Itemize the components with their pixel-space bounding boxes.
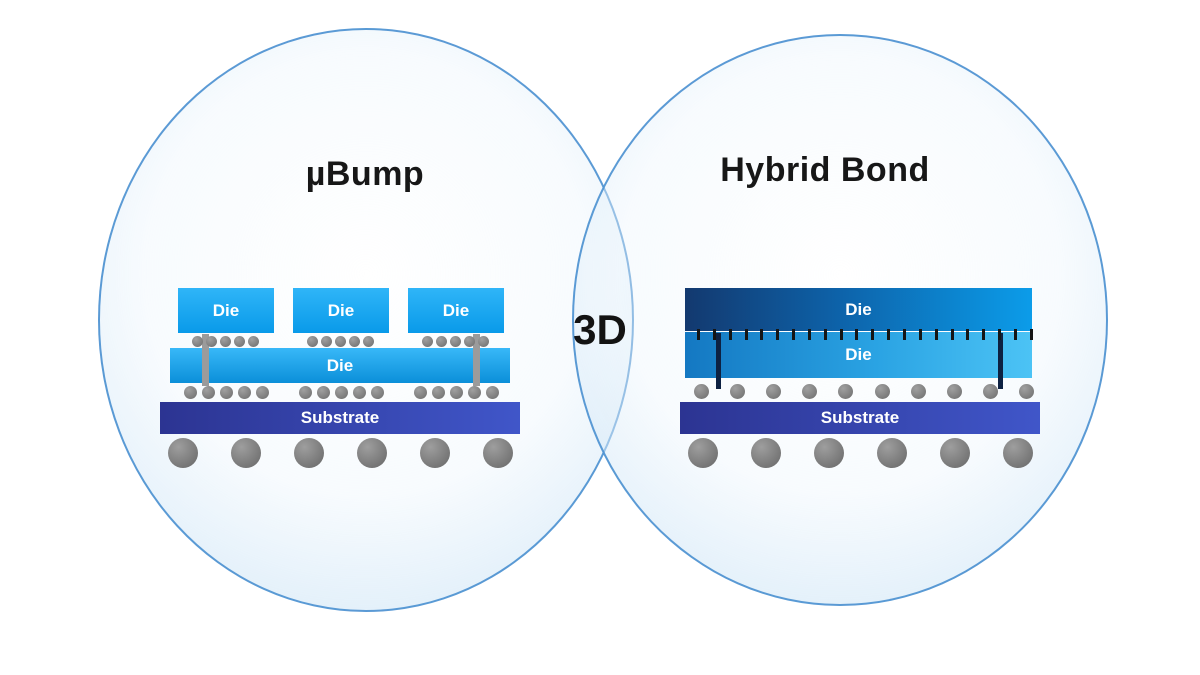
bond-pad-icon [918,329,922,340]
micro-bump [349,336,360,347]
micro-bump [206,336,217,347]
c4-bump [238,386,251,399]
solder-bump [838,384,854,399]
tsv-via-icon [998,333,1003,389]
bga-ball [940,438,970,468]
solder-bump [874,384,890,399]
base-die: Die [170,348,510,383]
micro-bump [335,336,346,347]
solder-bump [1018,384,1034,399]
bga-ball [751,438,781,468]
bond-pad-icon [934,329,938,340]
tsv-via-icon [202,334,209,386]
c4-bump [220,386,233,399]
bga-ball [1003,438,1033,468]
bga-ball [357,438,387,468]
bga-ball [483,438,513,468]
c4-bump [414,386,427,399]
micro-bump-row-3 [422,336,489,347]
bond-pad-icon [760,329,764,340]
bga-ball [420,438,450,468]
bond-pad-icon [728,329,732,340]
c4-bump-group-3 [414,386,499,399]
bga-ball [688,438,718,468]
micro-bump [363,336,374,347]
c4-bump [335,386,348,399]
micro-bump [321,336,332,347]
micro-bump [478,336,489,347]
c4-bump [256,386,269,399]
bond-pad-icon [792,329,796,340]
bond-pad-icon [998,329,1002,340]
solder-bump [946,384,962,399]
bond-pad-icon [776,329,780,340]
bga-ball [877,438,907,468]
solder-bump [766,384,782,399]
c4-bump [202,386,215,399]
bga-ball [294,438,324,468]
solder-bump [730,384,746,399]
substrate-bar-right: Substrate [680,402,1040,434]
solder-bump [910,384,926,399]
solder-bump [982,384,998,399]
solder-bump-row-right [694,384,1034,399]
bond-pad-icon [950,329,954,340]
bond-pad-icon [839,329,843,340]
bond-pad-icon [887,329,891,340]
bond-pad-icon [902,329,906,340]
tsv-via-icon [473,334,480,386]
micro-bump [464,336,475,347]
bga-ball [814,438,844,468]
c4-bump-group-1 [184,386,269,399]
hybrid-top-die: Die [685,288,1032,331]
c4-bump [353,386,366,399]
c4-bump-group-2 [299,386,384,399]
c4-bump [432,386,445,399]
c4-bump [184,386,197,399]
bga-ball [231,438,261,468]
top-die-3: Die [408,288,504,333]
bond-pad-icon [966,329,970,340]
micro-bump [450,336,461,347]
micro-bump [192,336,203,347]
bond-pad-icon [871,329,875,340]
c4-bump [486,386,499,399]
c4-bump [468,386,481,399]
micro-bump [234,336,245,347]
solder-bump [694,384,709,399]
hybrid-bond-title: Hybrid Bond [720,151,930,189]
top-die-2: Die [293,288,389,333]
substrate-bar-left: Substrate [160,402,520,434]
top-die-1: Die [178,288,274,333]
bond-pad-icon [697,329,700,340]
hybrid-bond-pad-row [697,329,1033,340]
bond-pad-icon [807,329,811,340]
mubump-title: µBump [305,155,425,193]
micro-bump [422,336,433,347]
micro-bump-row-2 [307,336,374,347]
micro-bump [307,336,318,347]
micro-bump [248,336,259,347]
c4-bump [317,386,330,399]
bond-pad-icon [855,329,859,340]
bga-ball-row-right [688,438,1033,468]
bond-pad-icon [712,329,716,340]
bond-pad-icon [982,329,986,340]
hybrid-bottom-die: Die [685,332,1032,378]
bga-ball [168,438,198,468]
bond-pad-icon [744,329,748,340]
bond-pad-icon [823,329,827,340]
c4-bump [371,386,384,399]
c4-bump [450,386,463,399]
micro-bump [436,336,447,347]
bond-pad-icon [1029,329,1033,340]
tsv-via-icon [716,333,721,389]
center-3d-label: 3D [573,306,627,353]
micro-bump-row-1 [192,336,259,347]
micro-bump [220,336,231,347]
c4-bump [299,386,312,399]
solder-bump [802,384,818,399]
bga-ball-row-left [168,438,513,468]
bond-pad-icon [1013,329,1017,340]
